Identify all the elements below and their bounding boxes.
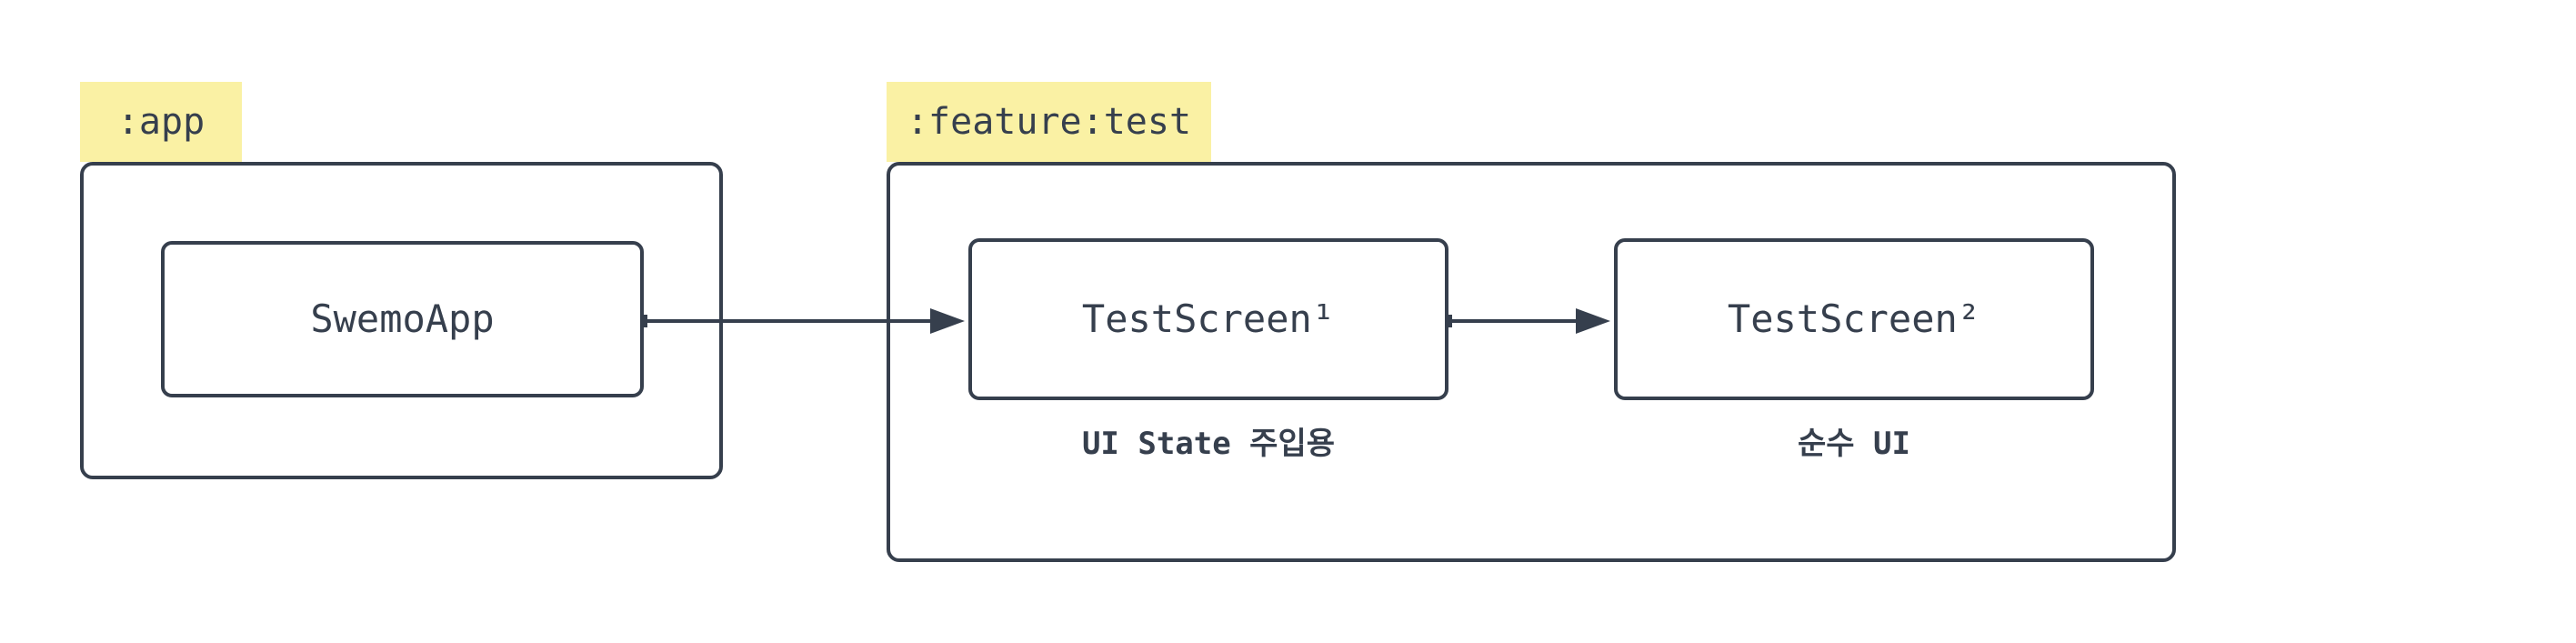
node-testscreen2-label: TestScreen² bbox=[1727, 296, 1981, 341]
caption-testscreen2-text: 순수 UI bbox=[1798, 426, 1910, 462]
module-label-feature-test: :feature:test bbox=[887, 82, 1211, 162]
node-swemoapp: SwemoApp bbox=[161, 241, 644, 397]
node-testscreen1-label: TestScreen¹ bbox=[1081, 296, 1336, 341]
node-swemoapp-label: SwemoApp bbox=[310, 296, 495, 341]
module-label-app-text: :app bbox=[116, 101, 205, 143]
caption-testscreen2: 순수 UI bbox=[1614, 418, 2094, 469]
node-testscreen1: TestScreen¹ bbox=[968, 238, 1448, 400]
module-label-feature-test-text: :feature:test bbox=[906, 101, 1192, 143]
caption-testscreen1: UI State 주입용 bbox=[968, 418, 1448, 469]
module-label-app: :app bbox=[80, 82, 242, 162]
node-testscreen2: TestScreen² bbox=[1614, 238, 2094, 400]
module-container-feature-test bbox=[887, 162, 2176, 562]
caption-testscreen1-text: UI State 주입용 bbox=[1081, 426, 1336, 462]
